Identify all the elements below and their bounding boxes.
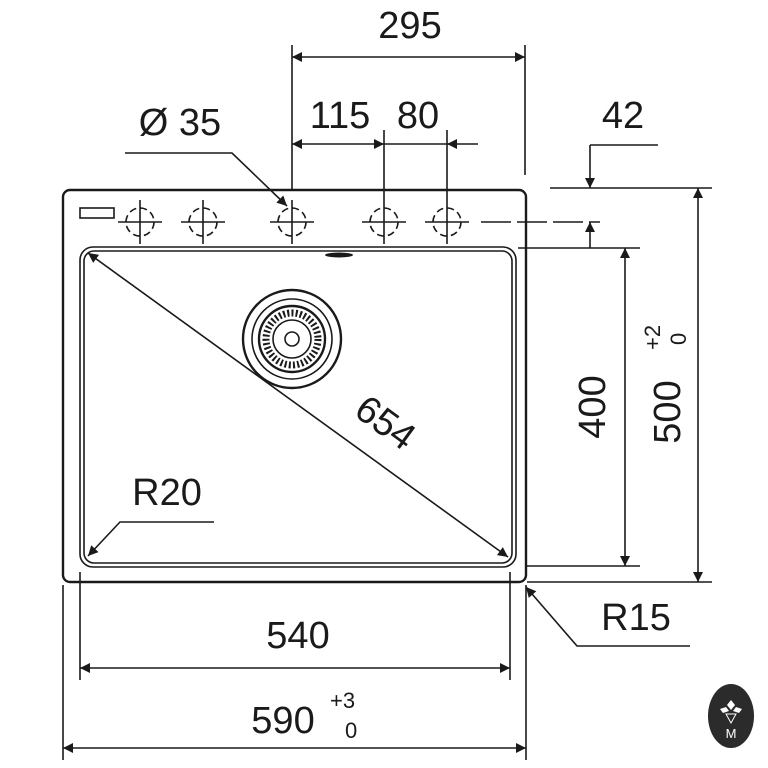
dim-total-width: 590 [251, 700, 314, 742]
dim-total-width-tol-upper: +3 [330, 688, 355, 713]
overflow-slot [325, 252, 353, 258]
tap-hole-icon [181, 200, 225, 244]
dim-hole-spacing-b: 80 [397, 95, 439, 137]
dim-hole-diameter: Ø 35 [139, 102, 221, 144]
dim-bowl-depth: 400 [572, 375, 614, 438]
dim-bowl-width: 540 [266, 615, 329, 657]
dim-total-depth-tol-upper: +2 [640, 325, 665, 350]
tap-hole-icon [425, 200, 469, 244]
dim-outer-radius: R15 [601, 597, 671, 639]
tap-hole-icon [118, 200, 162, 244]
logo-letter: M [726, 726, 737, 741]
tap-hole-icon [362, 200, 406, 244]
tap-holes [118, 200, 600, 244]
drain-icon [241, 288, 343, 390]
bowl-inner-outline [83, 250, 513, 564]
dim-hole-offset: 42 [602, 95, 644, 137]
dim-total-width-tol-lower: 0 [345, 718, 357, 743]
dim-total-depth-tol-lower: 0 [666, 333, 691, 345]
dim-total-depth: 500 [647, 380, 689, 443]
bowl-outline [79, 246, 517, 568]
dim-width-holes: 295 [378, 5, 441, 47]
dim-bowl-radius: R20 [132, 472, 202, 514]
logo-plate [79, 207, 115, 219]
brand-logo: M [708, 684, 754, 748]
dim-hole-spacing-a: 115 [310, 95, 371, 137]
sink-outline [61, 188, 528, 584]
tap-hole-icon [270, 200, 314, 244]
